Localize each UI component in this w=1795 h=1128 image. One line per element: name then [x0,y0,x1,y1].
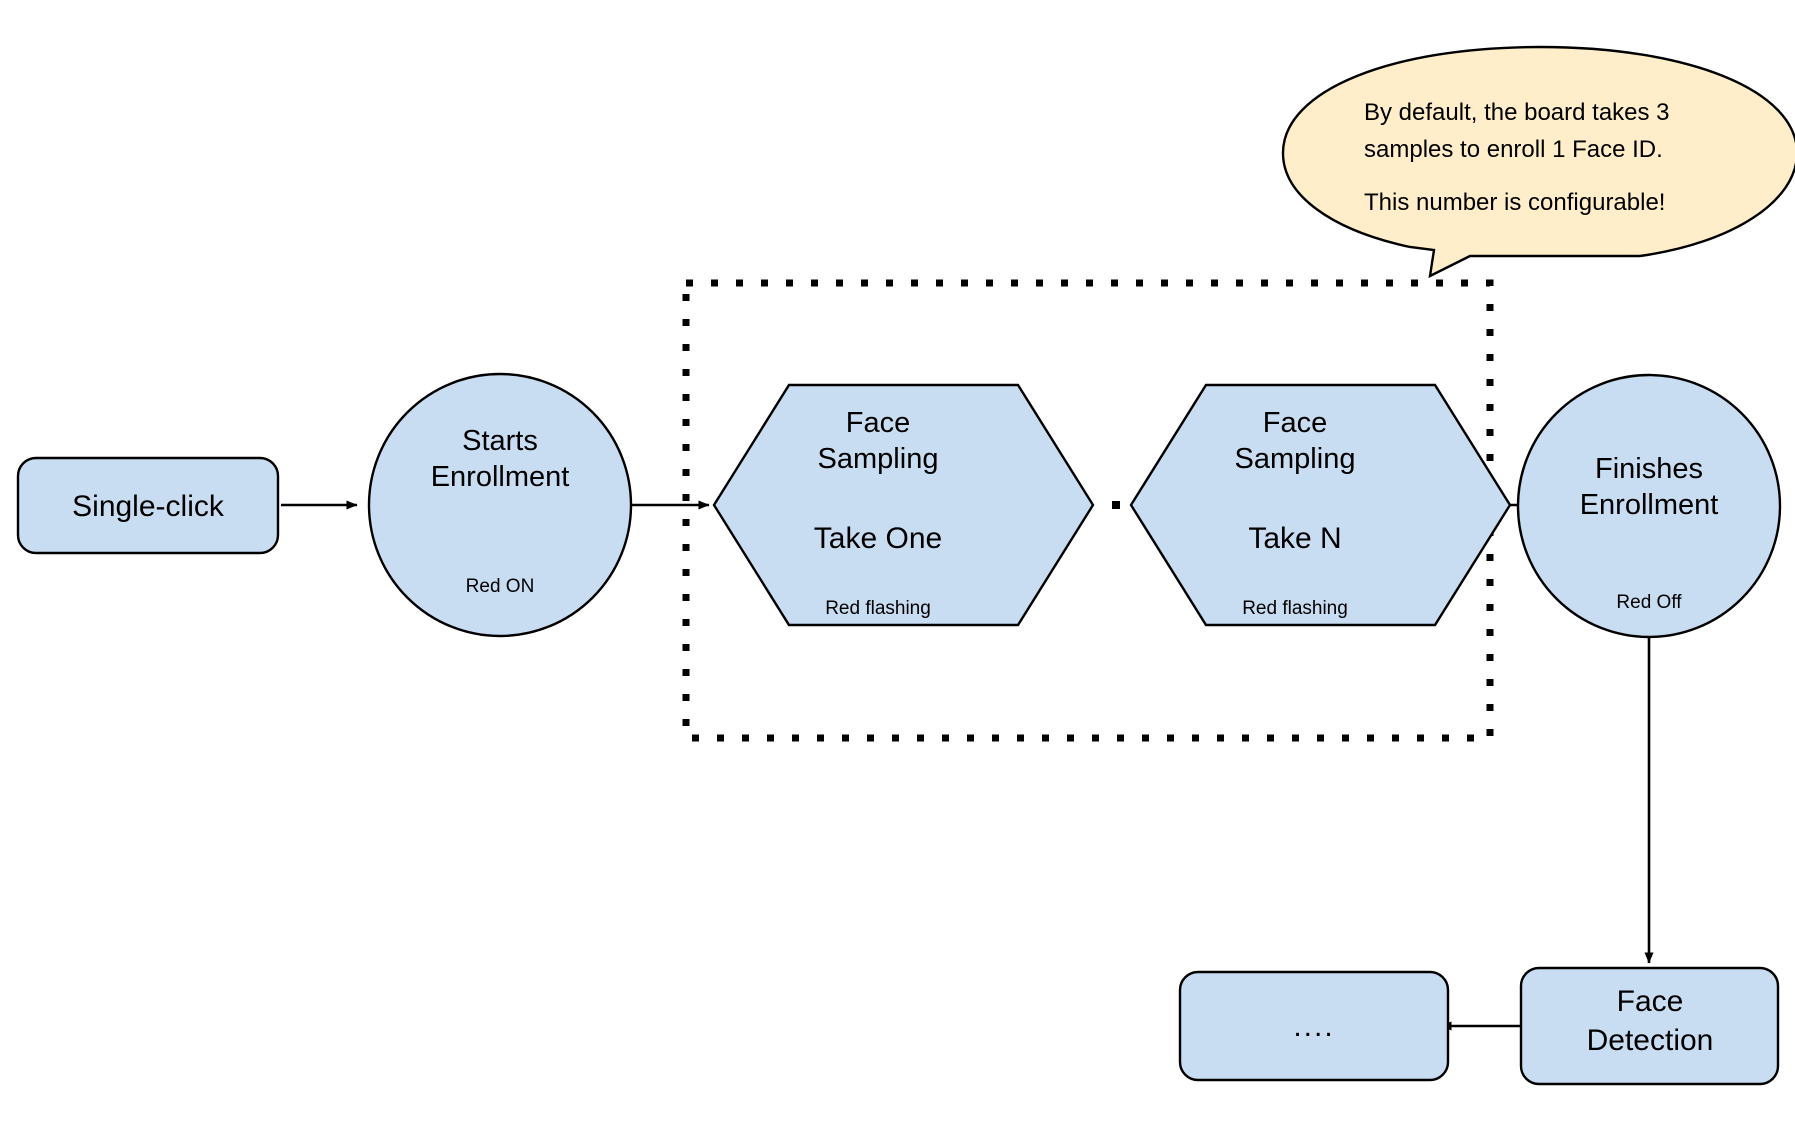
single-click-box[interactable] [16,456,280,555]
face-sampling-one-hexagon[interactable] [712,383,1095,627]
node-face-sampling-n[interactable]: Face Sampling Take N Red flashing [1129,383,1512,627]
continuation-label: .... [1293,1010,1334,1043]
callout-line2: samples to enroll 1 Face ID. [1364,136,1663,163]
face-sampling-one-label-line1: Face [846,407,910,439]
callout-line3: This number is configurable! [1364,189,1665,216]
face-sampling-n-status: Red flashing [1242,598,1348,619]
finishes-enrollment-status: Red Off [1616,592,1682,613]
node-face-sampling-one[interactable]: Face Sampling Take One Red flashing [712,383,1095,627]
face-sampling-one-label-line2: Sampling [818,443,939,475]
face-sampling-one-status: Red flashing [825,598,931,619]
starts-enrollment-label-line2: Enrollment [431,461,570,493]
node-single-click[interactable]: Single-click [16,456,280,555]
starts-enrollment-status: Red ON [466,576,535,597]
face-sampling-n-take-label: Take N [1248,522,1341,555]
callout-note: By default, the board takes 3 samples to… [1281,45,1795,279]
continuation-box[interactable] [1178,970,1450,1082]
node-starts-enrollment[interactable]: Starts Enrollment Red ON [367,372,633,638]
finishes-enrollment-label-line2: Enrollment [1580,489,1719,521]
node-face-detection[interactable]: Face Detection [1519,966,1780,1086]
finishes-enrollment-circle[interactable] [1516,373,1782,639]
face-detection-label-line1: Face [1617,985,1684,1018]
single-click-label: Single-click [72,490,225,523]
node-finishes-enrollment[interactable]: Finishes Enrollment Red Off [1516,373,1782,639]
finishes-enrollment-label-line1: Finishes [1595,453,1703,485]
face-sampling-n-hexagon[interactable] [1129,383,1512,627]
callout-line1: By default, the board takes 3 [1364,99,1670,126]
face-sampling-one-take-label: Take One [814,522,942,555]
starts-enrollment-label-line1: Starts [462,425,538,457]
face-detection-box[interactable] [1519,966,1780,1086]
face-sampling-n-label-line2: Sampling [1235,443,1356,475]
starts-enrollment-circle[interactable] [367,372,633,638]
face-sampling-n-label-line1: Face [1263,407,1327,439]
node-continuation[interactable]: .... [1178,970,1450,1082]
face-detection-label-line2: Detection [1587,1024,1714,1057]
